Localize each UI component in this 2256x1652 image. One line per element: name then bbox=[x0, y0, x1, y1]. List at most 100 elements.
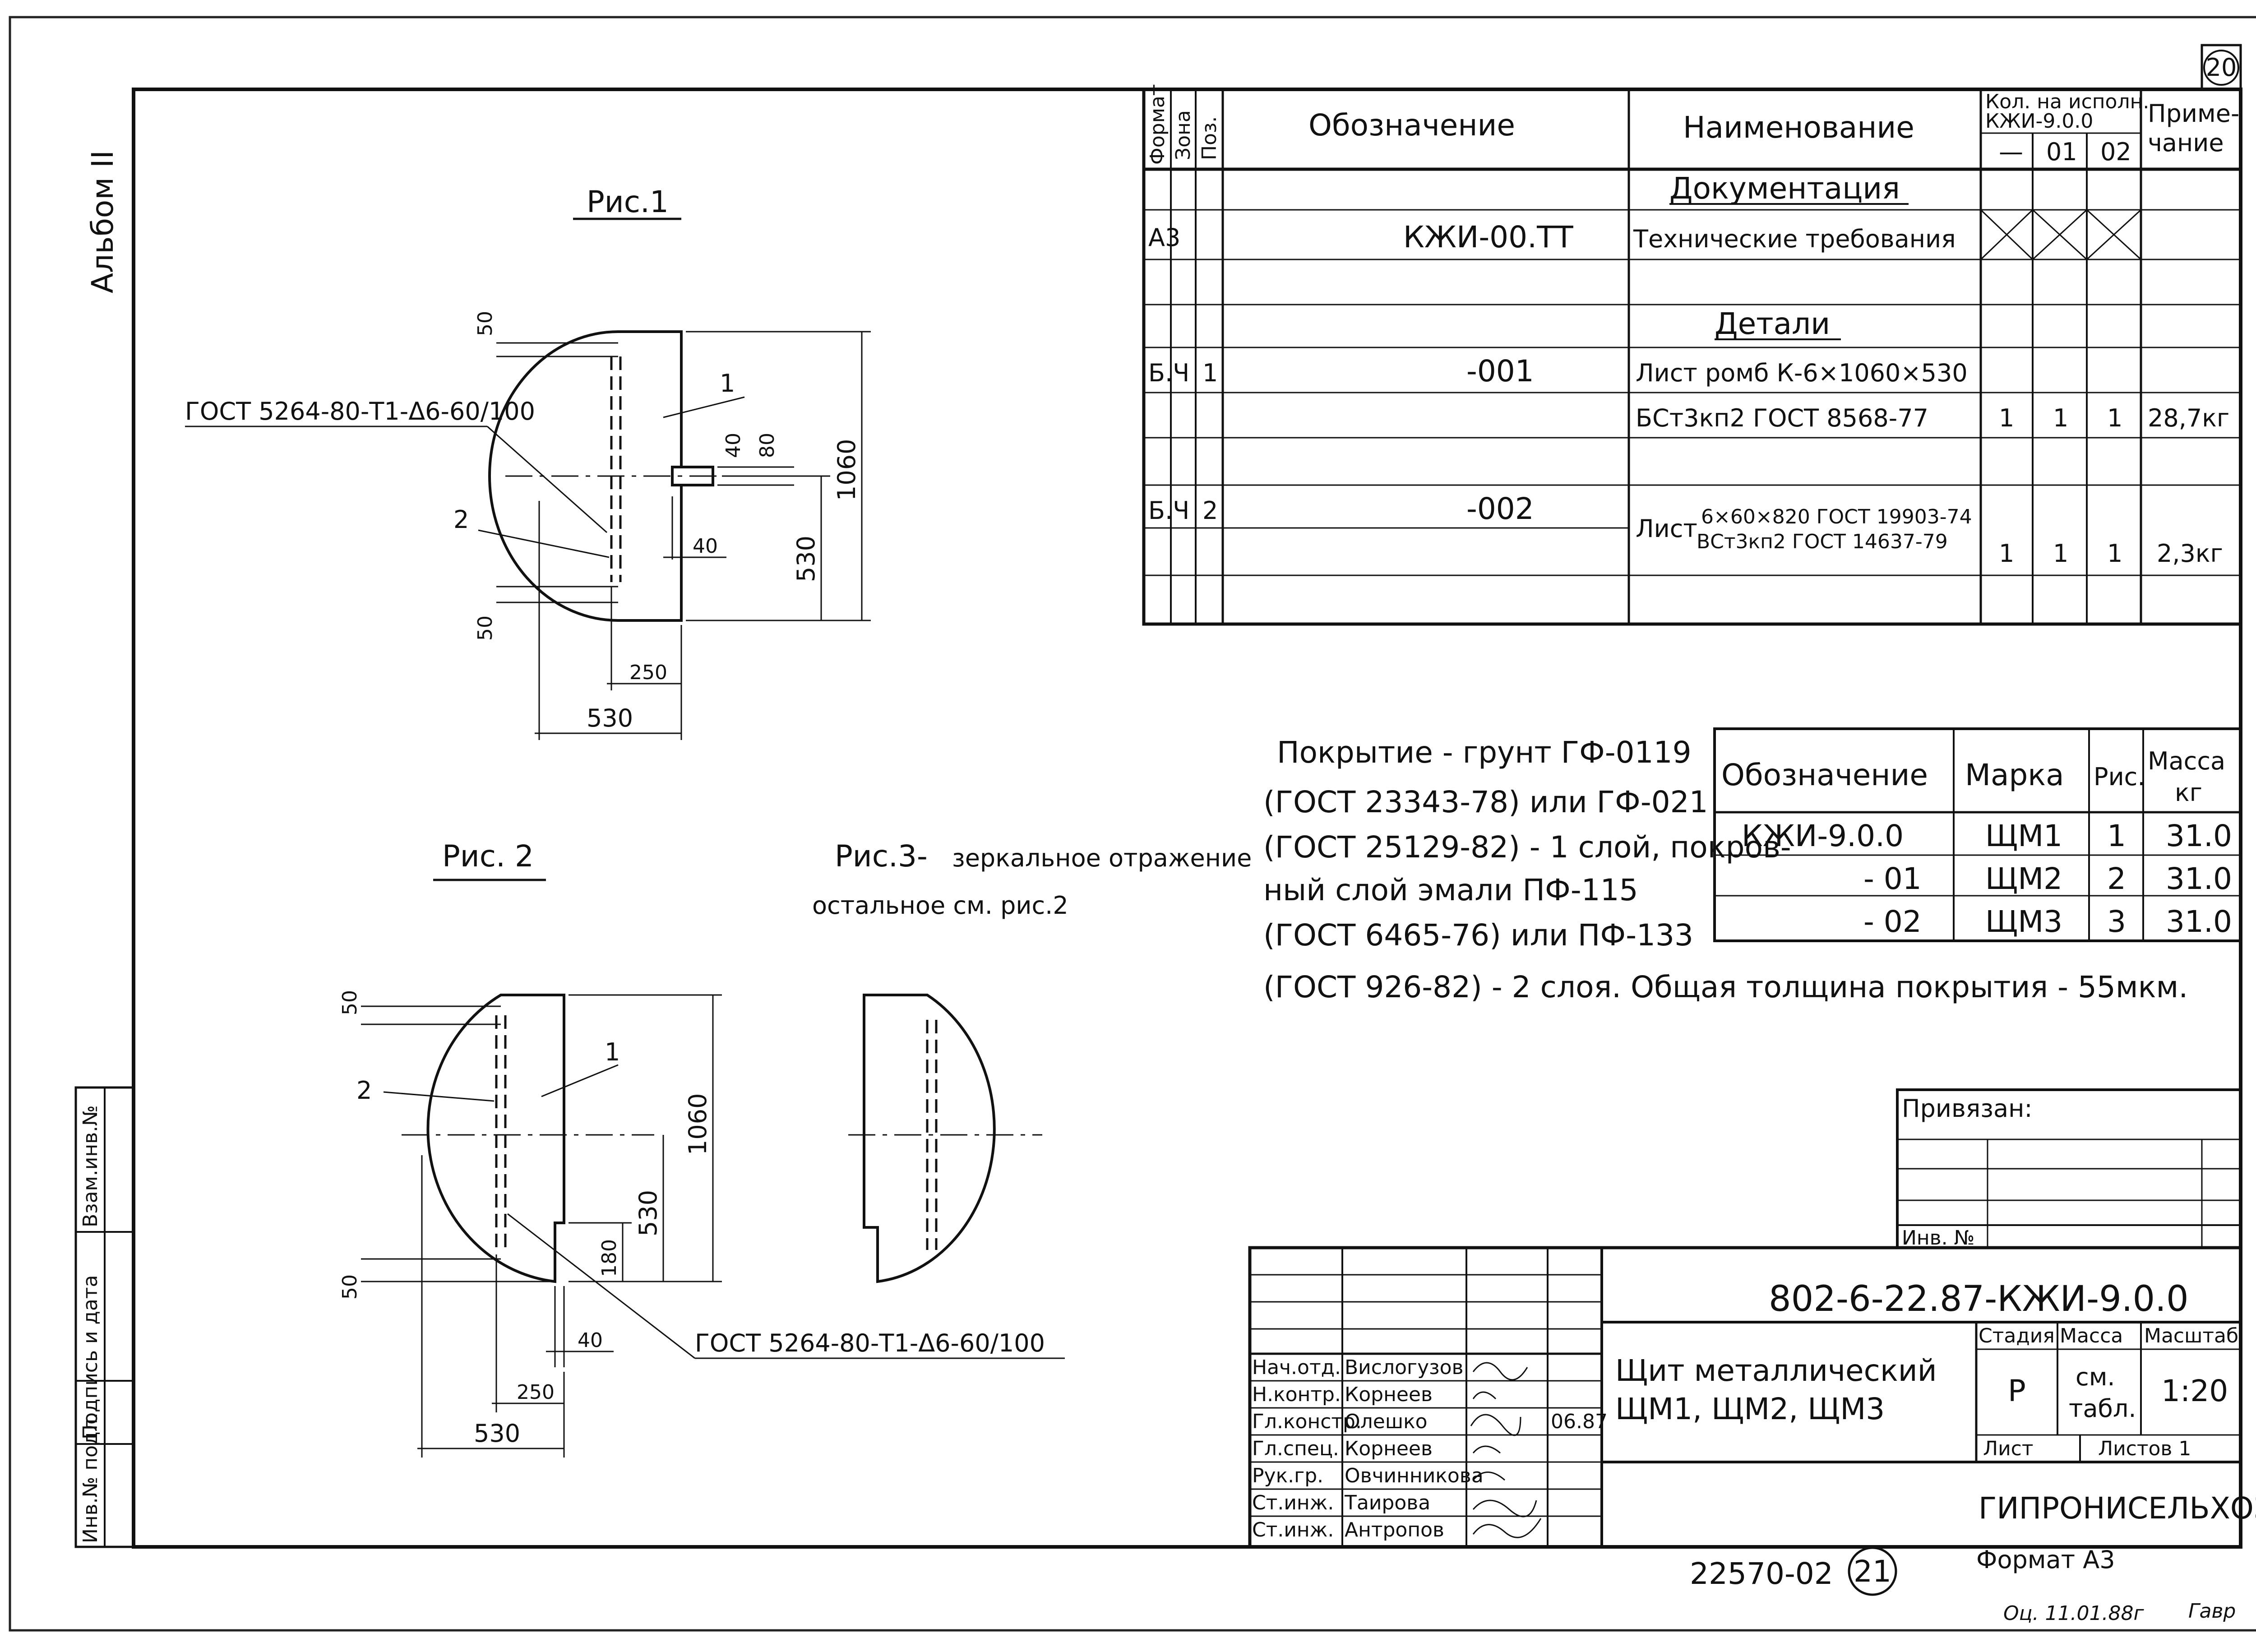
spec-section-docs: Документация bbox=[1669, 171, 1900, 206]
fig2-dim-50-bottom: 50 bbox=[338, 1274, 361, 1300]
fig1-weld-note: ГОСТ 5264-80-Т1-Δ6-60/100 bbox=[185, 397, 535, 426]
footer-page-circle bbox=[1848, 1546, 1897, 1596]
staff-7-role: Ст.инж. bbox=[1252, 1518, 1334, 1541]
staff-6-name: Таирова bbox=[1344, 1491, 1430, 1514]
marks-r3-mark: ЩМ3 bbox=[1985, 904, 2062, 939]
staff-7-name: Антропов bbox=[1345, 1518, 1444, 1541]
spec-header-zone: Зона bbox=[1172, 110, 1195, 160]
fig1-leader-2: 2 bbox=[453, 505, 469, 534]
title-mass-1: см. bbox=[2076, 1363, 2115, 1391]
fig3-title: Рис.3- bbox=[835, 839, 928, 874]
coating-line-1: Покрытие - грунт ГФ-0119 bbox=[1277, 735, 1692, 770]
coating-line-4: ный слой эмали ПФ-115 bbox=[1263, 873, 1638, 907]
spec-p1-qty-1: 1 bbox=[1999, 404, 2014, 432]
spec-p2-name-1: 6×60×820 ГОСТ 19903-74 bbox=[1701, 505, 1972, 528]
spec-header-note-1: Приме- bbox=[2148, 99, 2239, 128]
album-label: Альбом II bbox=[85, 150, 120, 293]
spec-header-pos: Поз. bbox=[1198, 116, 1221, 160]
signature-scribbles bbox=[1470, 1362, 1542, 1538]
coating-line-6: (ГОСТ 926-82) - 2 слоя. Общая толщина по… bbox=[1263, 970, 2188, 1004]
coating-line-3: (ГОСТ 25129-82) - 1 слой, покров- bbox=[1263, 830, 1791, 865]
spec-header-qty-col-3: 02 bbox=[2100, 138, 2131, 166]
marks-table: Обозначение Марка Рис. Масса кг КЖИ-9.0.… bbox=[1713, 727, 2242, 942]
spec-p1-format: Б.Ч bbox=[1148, 359, 1189, 387]
fig1-dim-50-top: 50 bbox=[474, 311, 497, 336]
side-stamp: Инв.№ подл. Подпись и дата Взам.инв.№ bbox=[74, 1086, 135, 1548]
fig2-dim-40: 40 bbox=[578, 1329, 603, 1352]
spec-p1-qty-3: 1 bbox=[2107, 404, 2122, 432]
stamp-vzam-inv: Взам.инв.№ bbox=[79, 1105, 102, 1227]
stamp-inv-podl: Инв.№ подл. bbox=[79, 1412, 102, 1543]
outer-frame bbox=[9, 16, 2256, 1632]
spec-header-qty-col-1: — bbox=[1999, 138, 2023, 166]
stamp-sign-date: Подпись и дата bbox=[79, 1275, 102, 1439]
marks-r1-designation: КЖИ-9.0.0 bbox=[1742, 819, 1904, 853]
title-scale-label: Масштаб bbox=[2144, 1324, 2238, 1347]
title-mass-label: Масса bbox=[2060, 1324, 2123, 1347]
fig2-plate-outline bbox=[426, 994, 565, 1283]
spec-header-name: Наименование bbox=[1683, 110, 1914, 145]
marks-r3-fig: 3 bbox=[2107, 904, 2126, 939]
sheet-number: 20 bbox=[2206, 53, 2237, 82]
fig2-weld-note: ГОСТ 5264-80-Т1-Δ6-60/100 bbox=[695, 1329, 1045, 1357]
inner-frame bbox=[132, 88, 2242, 1549]
binding-title: Привязан: bbox=[1902, 1094, 2033, 1123]
staff-4-role: Гл.спец. bbox=[1252, 1437, 1339, 1460]
footer-format: Формат А3 bbox=[1976, 1546, 2115, 1574]
spec-p2-pos: 2 bbox=[1202, 496, 1218, 525]
fig3-plate-outline bbox=[863, 994, 996, 1283]
fig2-dim-530-h: 530 bbox=[474, 1419, 520, 1448]
spec-p2-note: 2,3кг bbox=[2157, 539, 2223, 568]
fig2-dim-250: 250 bbox=[517, 1381, 555, 1404]
staff-3-role: Гл.констр. bbox=[1252, 1410, 1362, 1433]
spec-doc-designation: КЖИ-00.ТТ bbox=[1403, 220, 1573, 255]
spec-p1-name-2: БСт3кп2 ГОСТ 8568-77 bbox=[1636, 404, 1928, 432]
fig1-dim-40-b: 40 bbox=[693, 535, 718, 558]
fig2-dim-1060: 1060 bbox=[684, 1093, 712, 1155]
fig1-dim-530-h: 530 bbox=[587, 704, 633, 732]
marks-r2-fig: 2 bbox=[2107, 861, 2126, 896]
fig1-dim-1060: 1060 bbox=[832, 439, 861, 501]
spec-header-note-2: чание bbox=[2148, 129, 2224, 157]
title-date: 06.87 bbox=[1551, 1410, 1608, 1433]
spec-p2-designation: -002 bbox=[1466, 491, 1534, 526]
title-name-2: ЩМ1, ЩМ2, ЩМ3 bbox=[1615, 1392, 1885, 1426]
spec-p1-pos: 1 bbox=[1202, 359, 1218, 387]
fig1-dim-40-a: 40 bbox=[722, 433, 745, 458]
binding-block: Привязан: Инв. № bbox=[1896, 1088, 2242, 1249]
fig2-dim-180: 180 bbox=[598, 1239, 621, 1277]
fig1-dim-530-v: 530 bbox=[792, 536, 820, 582]
spec-header-qty-2: КЖИ-9.0.0 bbox=[1985, 110, 2093, 133]
staff-5-role: Рук.гр. bbox=[1252, 1464, 1323, 1487]
spec-header-designation: Обозначение bbox=[1308, 108, 1515, 143]
title-stage-label: Стадия bbox=[1979, 1324, 2055, 1347]
marks-header-mass: Масса bbox=[2148, 747, 2225, 775]
marks-r1-fig: 1 bbox=[2107, 819, 2126, 853]
title-stage: Р bbox=[2008, 1374, 2026, 1408]
spec-doc-name: Технические требования bbox=[1633, 225, 1956, 253]
spec-header-format: Формат bbox=[1146, 84, 1169, 165]
staff-4-name: Корнеев bbox=[1345, 1437, 1433, 1460]
marks-r1-mark: ЩМ1 bbox=[1985, 819, 2062, 853]
title-org: ГИПРОНИСЕЛЬХОЗ bbox=[1979, 1491, 2256, 1526]
title-code: 802-6-22.87-КЖИ-9.0.0 bbox=[1769, 1279, 2189, 1319]
spec-p2-name-prefix: Лист bbox=[1636, 514, 1697, 543]
fig1-title: Рис.1 bbox=[587, 185, 669, 219]
title-scale: 1:20 bbox=[2161, 1374, 2228, 1408]
footer-hand-note: Оц. 11.01.88г bbox=[2003, 1602, 2144, 1625]
fig2-title: Рис. 2 bbox=[442, 839, 534, 874]
binding-inv: Инв. № bbox=[1902, 1226, 1974, 1249]
fig1-plate-outline bbox=[488, 330, 683, 622]
fig3-note-2: остальное см. рис.2 bbox=[812, 891, 1068, 920]
fig2-dim-530-v: 530 bbox=[634, 1190, 662, 1236]
marks-r3-mass: 31.0 bbox=[2166, 904, 2232, 939]
specification-table: Формат Зона Поз. Обозначение Наименовани… bbox=[1142, 84, 2242, 626]
title-sheets-label: Листов 1 bbox=[2098, 1437, 2191, 1460]
marks-header-fig: Рис. bbox=[2094, 763, 2145, 791]
footer-page-number: 21 bbox=[1854, 1554, 1891, 1589]
spec-p1-note: 28,7кг bbox=[2148, 404, 2229, 432]
fig1-leader-1: 1 bbox=[720, 369, 735, 398]
spec-header-qty-1: Кол. на исполн. bbox=[1985, 90, 2149, 113]
sheet-number-circle bbox=[2203, 50, 2239, 86]
title-mass-2: табл. bbox=[2069, 1394, 2136, 1423]
